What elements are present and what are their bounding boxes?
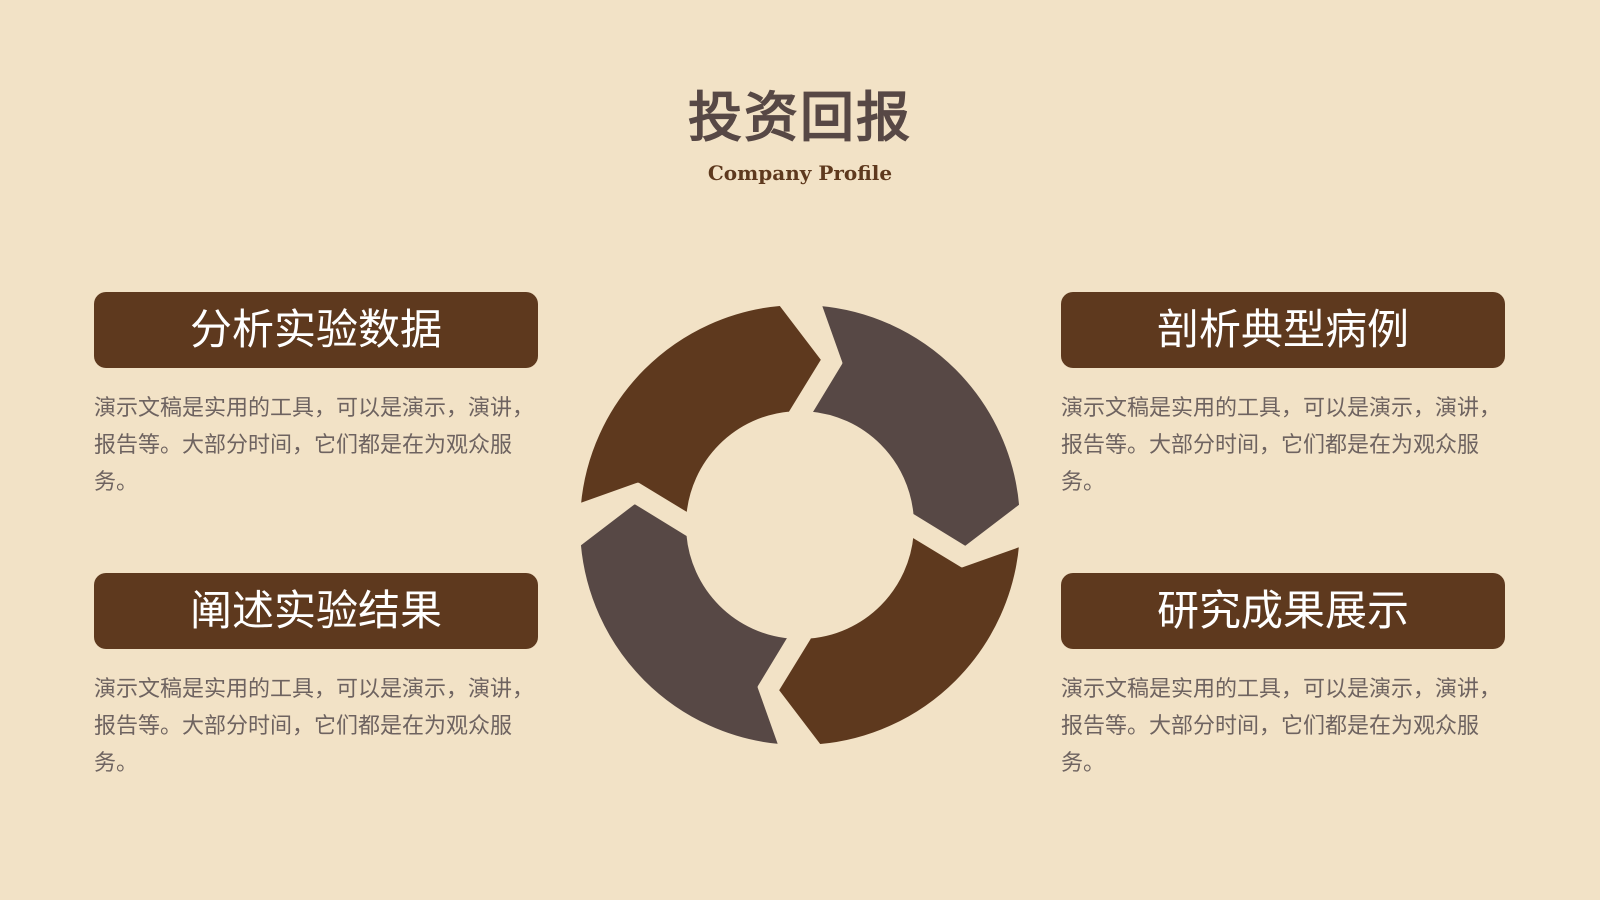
cycle-segment-top-right — [807, 303, 1022, 551]
slide-subtitle: Company Profile — [707, 161, 893, 185]
cycle-arrows-diagram — [578, 303, 1022, 747]
cycle-segment-top-left — [578, 303, 826, 518]
card-body-text: 演示文稿是实用的工具，可以是演示，演讲，报告等。大部分时间，它们都是在为观众服务… — [1061, 677, 1502, 776]
card-body-text: 演示文稿是实用的工具，可以是演示，演讲，报告等。大部分时间，它们都是在为观众服务… — [1061, 396, 1502, 495]
card-analyze-data: 分析实验数据 演示文稿是实用的工具，可以是演示，演讲，报告等。大部分时间，它们都… — [94, 292, 538, 501]
slide-title: 投资回报 — [688, 86, 912, 149]
cycle-segment-bottom-right — [774, 532, 1022, 747]
card-showcase: 研究成果展示 演示文稿是实用的工具，可以是演示，演讲，报告等。大部分时间，它们都… — [1061, 573, 1505, 782]
card-heading: 研究成果展示 — [1061, 573, 1505, 649]
card-heading: 分析实验数据 — [94, 292, 538, 368]
card-body-text: 演示文稿是实用的工具，可以是演示，演讲，报告等。大部分时间，它们都是在为观众服务… — [94, 677, 535, 776]
card-heading: 阐述实验结果 — [94, 573, 538, 649]
card-case-analysis: 剖析典型病例 演示文稿是实用的工具，可以是演示，演讲，报告等。大部分时间，它们都… — [1061, 292, 1505, 501]
card-body-text: 演示文稿是实用的工具，可以是演示，演讲，报告等。大部分时间，它们都是在为观众服务… — [94, 396, 535, 495]
card-results: 阐述实验结果 演示文稿是实用的工具，可以是演示，演讲，报告等。大部分时间，它们都… — [94, 573, 538, 782]
card-heading: 剖析典型病例 — [1061, 292, 1505, 368]
cycle-segment-bottom-left — [578, 499, 793, 747]
